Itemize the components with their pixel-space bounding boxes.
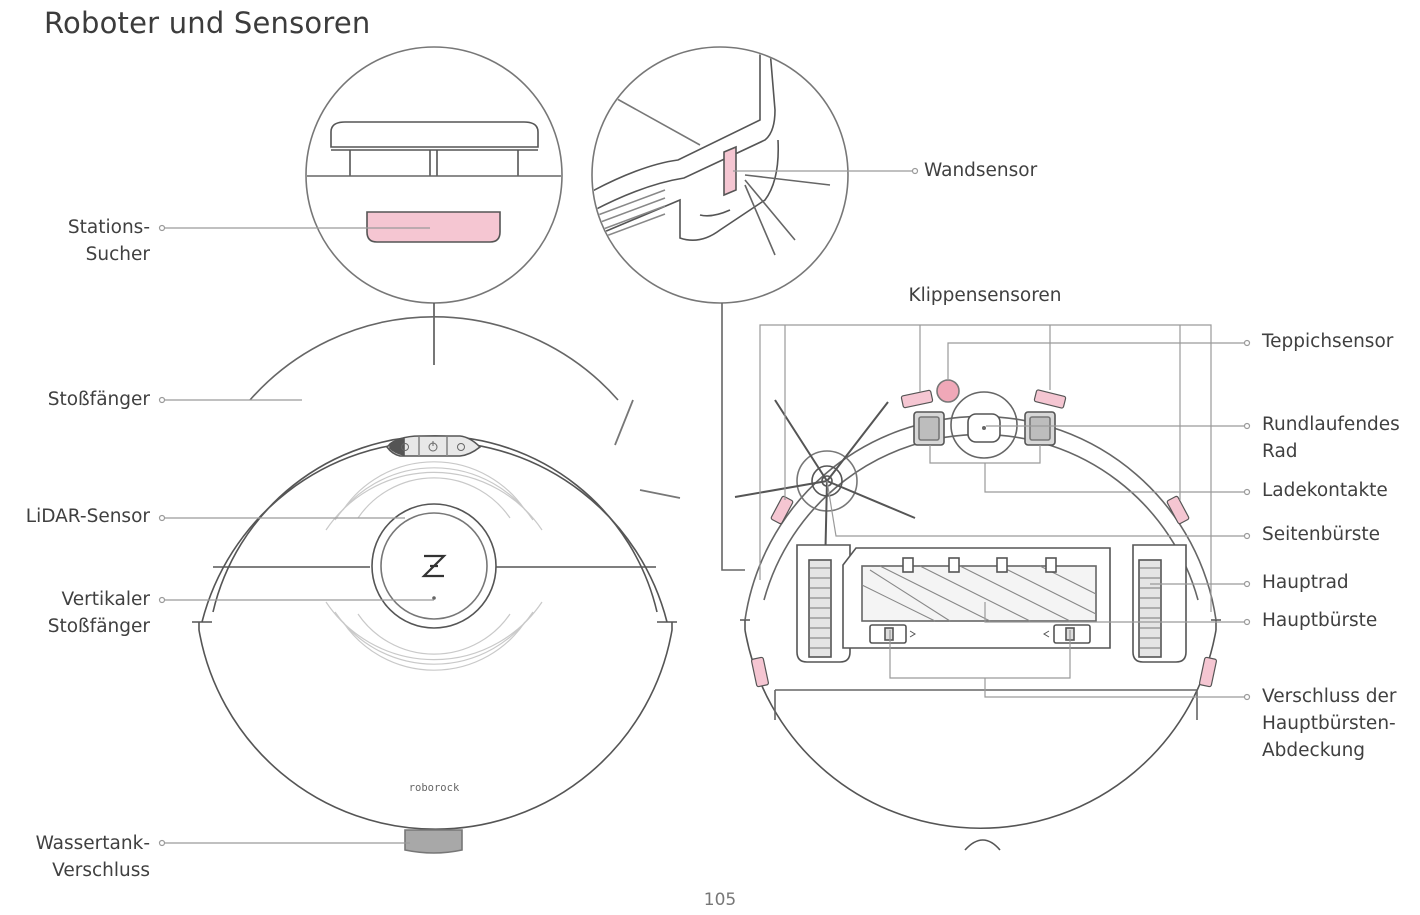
label-verschluss-hauptbuersten-abdeckung: Verschluss der Hauptbürsten- Abdeckung	[1262, 686, 1397, 761]
label-klippensensoren: Klippensensoren	[908, 285, 1062, 306]
side-brush	[734, 399, 916, 571]
wall-sensor	[723, 145, 737, 197]
wall-sensor-detail	[591, 46, 849, 571]
label-wandsensor: Wandsensor	[924, 160, 1038, 181]
brand-logo: roborock	[409, 782, 460, 794]
water-tank-latch	[404, 829, 463, 854]
label-stossfaenger: Stoßfänger	[47, 389, 150, 410]
label-hauptrad: Hauptrad	[1262, 572, 1349, 593]
label-rundlaufendes-rad: Rundlaufendes Rad	[1262, 414, 1400, 462]
page-title: Roboter und Sensoren	[44, 6, 371, 40]
station-finder-detail	[305, 46, 563, 365]
leader-lines	[158, 167, 1251, 847]
carpet-sensor	[936, 379, 960, 403]
label-stations-sucher: Stations- Sucher	[67, 217, 150, 265]
label-lidar-sensor: LiDAR-Sensor	[25, 506, 150, 527]
robot-bottom-view	[734, 379, 1221, 851]
label-teppichsensor: Teppichsensor	[1262, 331, 1394, 352]
label-hauptbuerste: Hauptbürste	[1262, 610, 1378, 631]
label-vertikaler-stossfaenger: Vertikaler Stoßfänger	[47, 589, 150, 637]
main-wheel-right	[1132, 544, 1187, 663]
main-brush	[842, 547, 1111, 649]
label-wassertank-verschluss: Wassertank- Verschluss	[35, 833, 150, 881]
cliff-sensors	[750, 389, 1218, 688]
robot-top-view: roborock	[192, 315, 681, 854]
label-seitenbuerste: Seitenbürste	[1262, 524, 1380, 545]
station-finder-sensor	[366, 211, 501, 243]
label-ladekontakte: Ladekontakte	[1262, 480, 1388, 501]
page-number: 105	[703, 890, 737, 910]
main-wheel-left	[796, 544, 851, 663]
